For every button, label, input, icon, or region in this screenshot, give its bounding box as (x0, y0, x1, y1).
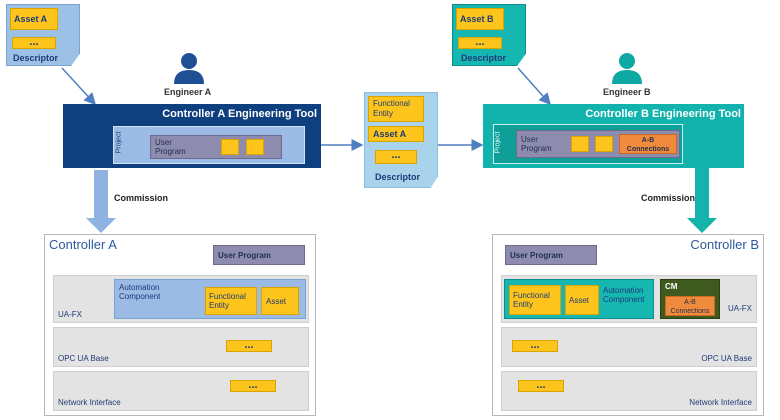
descriptor-a-label: Descriptor (13, 53, 59, 63)
descriptor-middle-functional-entity: Functional Entity (368, 96, 424, 122)
controller-a-user-program: User Program (213, 245, 305, 265)
ab-connections-controller: A-B Connections (665, 296, 715, 316)
descriptor-a: Asset A ... Descriptor (6, 4, 80, 66)
user-program-b: User Program A-B Connections (516, 130, 680, 158)
controller-a-title: Controller A (49, 237, 117, 252)
descriptor-a-asset: Asset A (10, 8, 58, 30)
controller-a-layer-opc: ... OPC UA Base (53, 327, 309, 367)
project-a: Project User Program (113, 126, 305, 164)
controller-b-net-dots: ... (518, 380, 564, 392)
descriptor-b: Asset B ... Descriptor (452, 4, 526, 66)
controller-b-layer-opc-label: OPC UA Base (701, 354, 752, 363)
controller-b-layer-uafx-label: UA-FX (728, 304, 752, 313)
user-program-a-slot-1 (221, 139, 239, 155)
ab-connections-tool: A-B Connections (619, 134, 677, 154)
user-program-a-slot-2 (246, 139, 264, 155)
controller-a-layer-opc-label: OPC UA Base (58, 354, 109, 363)
commission-label-b: Commission (641, 193, 696, 203)
controller-a-net-dots: ... (230, 380, 276, 392)
controller-b: Controller B User Program Functional Ent… (492, 234, 764, 416)
controller-b-layer-opc: ... OPC UA Base (501, 327, 757, 367)
asset-b: Asset (565, 285, 599, 315)
commission-arrow-a (86, 170, 116, 233)
cm-box: CM A-B Connections (660, 279, 720, 319)
asset-a: Asset (261, 287, 299, 315)
descriptor-b-dots: ... (458, 37, 502, 49)
descriptor-middle: Functional Entity Asset A ... Descriptor (364, 92, 438, 188)
controller-a-layer-net-label: Network Interface (58, 398, 121, 407)
controller-a-opc-dots: ... (226, 340, 272, 352)
engineer-a-label: Engineer A (164, 87, 212, 97)
controller-b-layer-net-label: Network Interface (689, 398, 752, 407)
engineer-a-icon (172, 52, 206, 86)
engineer-b-label: Engineer B (603, 87, 651, 97)
cm-label: CM (665, 282, 678, 291)
user-program-a: User Program (150, 135, 282, 159)
controller-a-layer-net: ... Network Interface (53, 371, 309, 411)
automation-component-a-label: Automation Component (119, 283, 161, 301)
automation-component-b: Functional Entity Asset Automation Compo… (504, 279, 654, 319)
engineering-tool-b-title: Controller B Engineering Tool (585, 108, 741, 120)
controller-a-layer-uafx-label: UA-FX (58, 310, 82, 319)
controller-b-user-program: User Program (505, 245, 597, 265)
engineer-b-icon (610, 52, 644, 86)
user-program-b-slot-2 (595, 136, 613, 152)
automation-component-a: Automation Component Functional Entity A… (114, 279, 306, 319)
commission-label-a: Commission (114, 193, 169, 203)
arrow-descriptor-a-to-tool (61, 67, 97, 106)
user-program-a-label: User Program (155, 138, 186, 156)
descriptor-b-label: Descriptor (461, 53, 507, 63)
user-program-b-label: User Program (521, 135, 552, 153)
project-b-label: Project (494, 131, 502, 154)
controller-b-layer-uafx: Functional Entity Asset Automation Compo… (501, 275, 757, 323)
automation-component-b-label: Automation Component (603, 286, 645, 304)
controller-a-layer-uafx: Automation Component Functional Entity A… (53, 275, 309, 323)
descriptor-middle-asset: Asset A (368, 126, 424, 142)
controller-b-layer-net: ... Network Interface (501, 371, 757, 411)
functional-entity-a: Functional Entity (205, 287, 257, 315)
functional-entity-b: Functional Entity (509, 285, 561, 315)
controller-b-title: Controller B (690, 237, 759, 252)
project-b: Project User Program A-B Connections (493, 124, 683, 164)
controller-a: Controller A User Program Automation Com… (44, 234, 316, 416)
descriptor-middle-label: Descriptor (375, 172, 421, 182)
arrow-descriptor-b-to-tool (517, 67, 551, 106)
descriptor-middle-dots: ... (375, 150, 417, 164)
controller-b-opc-dots: ... (512, 340, 558, 352)
descriptor-a-dots: ... (12, 37, 56, 49)
project-a-label: Project (115, 131, 123, 154)
engineering-tool-a[interactable]: Controller A Engineering Tool Project Us… (63, 104, 321, 168)
user-program-b-slot-1 (571, 136, 589, 152)
engineering-tool-b[interactable]: Controller B Engineering Tool Project Us… (483, 104, 744, 168)
engineering-tool-a-title: Controller A Engineering Tool (162, 108, 317, 120)
commission-arrow-b (687, 168, 717, 233)
descriptor-b-asset: Asset B (456, 8, 504, 30)
